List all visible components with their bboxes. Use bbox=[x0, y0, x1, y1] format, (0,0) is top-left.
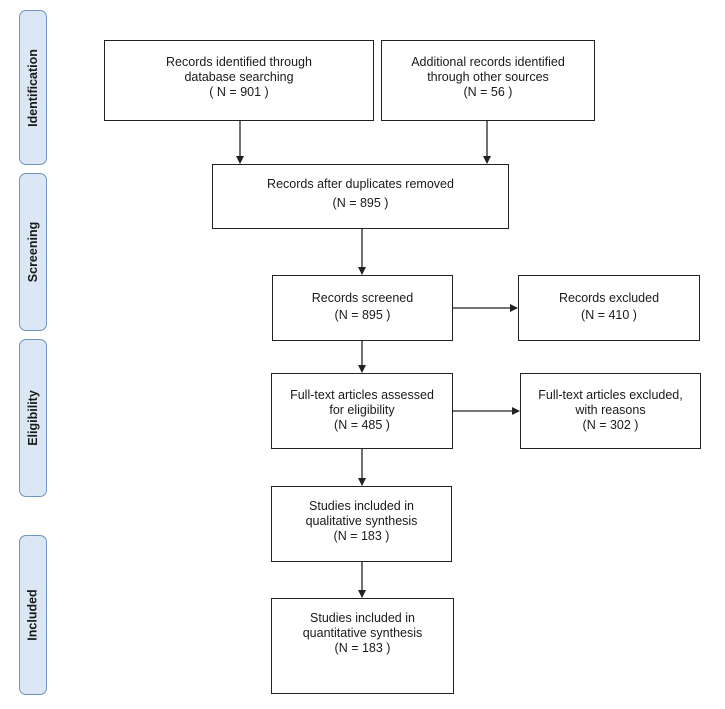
box-qualitative-synthesis-line1: Studies included in bbox=[309, 499, 414, 513]
box-fulltext-excluded-line1: Full-text articles excluded, bbox=[538, 388, 683, 402]
box-other-sources-count: (N = 56 ) bbox=[463, 85, 513, 99]
box-fulltext-assessed: Full-text articles assessed for eligibil… bbox=[271, 373, 453, 449]
phase-eligibility: Eligibility bbox=[19, 339, 47, 497]
box-database-search: Records identified through database sear… bbox=[104, 40, 374, 121]
box-database-search-line2: database searching bbox=[184, 70, 294, 84]
box-other-sources: Additional records identified through ot… bbox=[381, 40, 595, 121]
phase-included: Included bbox=[19, 535, 47, 695]
box-qualitative-synthesis-line2: qualitative synthesis bbox=[305, 514, 418, 528]
box-fulltext-assessed-line1: Full-text articles assessed bbox=[290, 388, 434, 402]
box-records-screened: Records screened (N = 895 ) bbox=[272, 275, 453, 341]
box-quantitative-synthesis-line2: quantitative synthesis bbox=[302, 626, 423, 640]
box-database-search-count: ( N = 901 ) bbox=[209, 85, 269, 99]
box-quantitative-synthesis-count: (N = 183 ) bbox=[334, 641, 391, 655]
box-quantitative-synthesis-line1: Studies included in bbox=[310, 611, 415, 625]
box-quantitative-synthesis: Studies included in quantitative synthes… bbox=[271, 598, 454, 694]
box-records-excluded: Records excluded (N = 410 ) bbox=[518, 275, 700, 341]
box-fulltext-excluded-count: (N = 302 ) bbox=[582, 418, 639, 432]
box-other-sources-line1: Additional records identified bbox=[411, 55, 565, 69]
box-records-screened-line1: Records screened bbox=[311, 291, 414, 305]
box-duplicates-removed: Records after duplicates removed (N = 89… bbox=[212, 164, 509, 229]
box-records-excluded-line1: Records excluded bbox=[558, 291, 660, 305]
box-records-screened-count: (N = 895 ) bbox=[334, 308, 391, 322]
box-fulltext-excluded-line2: with reasons bbox=[575, 403, 646, 417]
box-records-excluded-count: (N = 410 ) bbox=[581, 308, 637, 322]
box-qualitative-synthesis-count: (N = 183 ) bbox=[333, 529, 390, 543]
box-database-search-line1: Records identified through bbox=[166, 55, 312, 69]
box-fulltext-excluded: Full-text articles excluded, with reason… bbox=[520, 373, 701, 449]
phase-screening: Screening bbox=[19, 173, 47, 331]
box-duplicates-removed-line1: Records after duplicates removed bbox=[267, 177, 454, 191]
box-qualitative-synthesis: Studies included in qualitative synthesi… bbox=[271, 486, 452, 562]
box-fulltext-assessed-line2: for eligibility bbox=[329, 403, 395, 417]
box-other-sources-line2: through other sources bbox=[427, 70, 549, 84]
phase-identification: Identification bbox=[19, 10, 47, 165]
box-fulltext-assessed-count: (N = 485 ) bbox=[334, 418, 390, 432]
box-duplicates-removed-count: (N = 895 ) bbox=[332, 196, 389, 210]
